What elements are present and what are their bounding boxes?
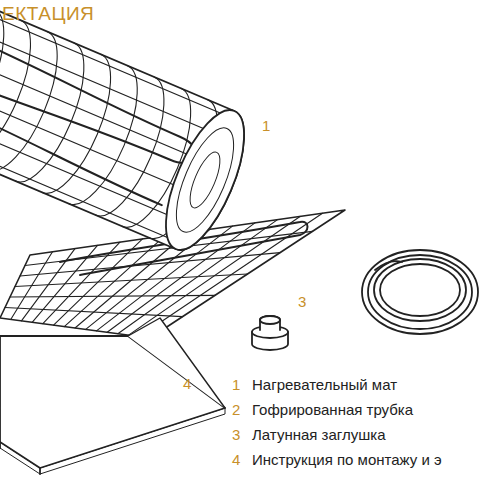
heating-mat-roll [0, 0, 260, 260]
grid-stroke [5, 308, 183, 317]
legend-text: Нагревательный мат [252, 377, 397, 394]
section-title: ЕКТАЦИЯ [2, 4, 94, 25]
grid-stroke [0, 0, 243, 123]
legend-number: 2 [232, 402, 240, 419]
instruction-booklet [0, 318, 225, 474]
grid-stroke [10, 295, 215, 297]
legend-number: 3 [232, 427, 240, 444]
corrugated-tube [362, 250, 478, 334]
legend-text: Латунная заглушка [252, 427, 385, 444]
brass-plug [252, 316, 288, 350]
callout-number: 4 [183, 376, 191, 393]
grid-stroke [20, 253, 280, 276]
grid-stroke [0, 117, 190, 247]
callout-number: 1 [262, 118, 270, 135]
legend-number: 4 [232, 452, 240, 469]
legend-text: Инструкция по монтажу и э [252, 452, 442, 469]
grid-stroke [15, 274, 248, 287]
legend-text: Гофрированная трубка [252, 402, 413, 419]
callout-number: 3 [298, 294, 306, 311]
legend-number: 1 [232, 377, 240, 394]
